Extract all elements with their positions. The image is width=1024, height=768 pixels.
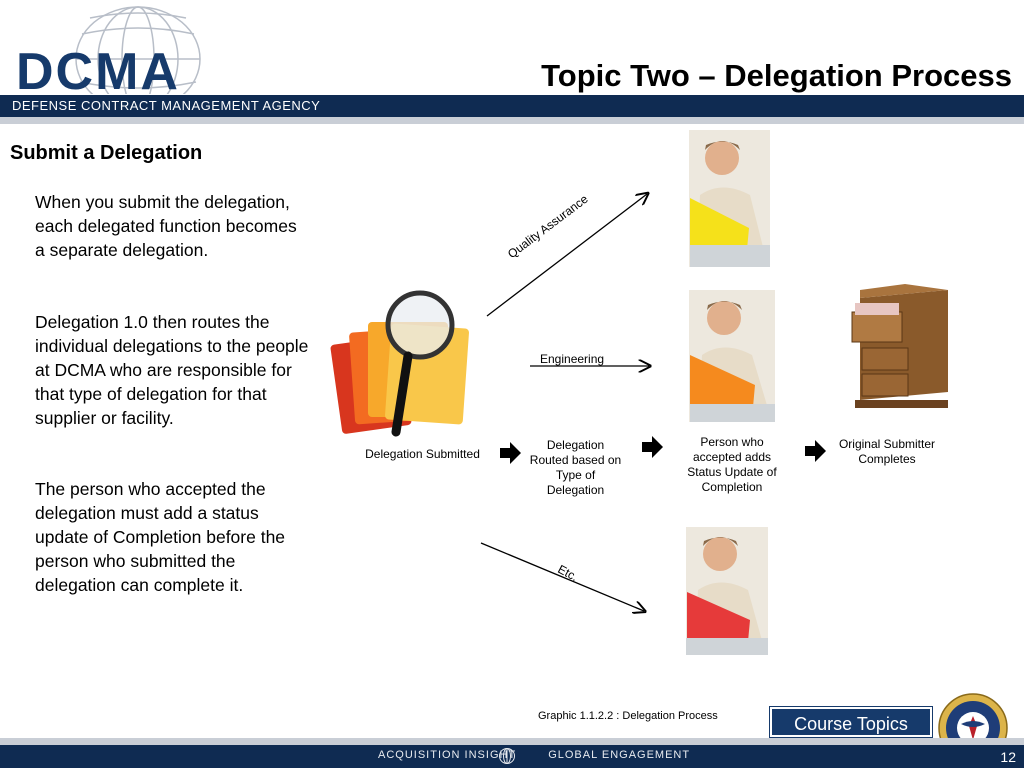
paragraph-completion: The person who accepted the delegation m… [35, 479, 286, 595]
header-bar: DEFENSE CONTRACT MANAGEMENT AGENCY [0, 95, 1024, 117]
footer-bar [0, 745, 1024, 768]
page-number: 12 [1000, 749, 1016, 765]
folders-magnifier-icon [330, 290, 469, 437]
slogan-left: ACQUISITION INSIGHT [378, 749, 517, 761]
step-submitter-completes: Original Submitter Completes [838, 437, 936, 466]
graphic-caption: Graphic 1.1.2.2 : Delegation Process [538, 710, 718, 722]
step-delegation-submitted: Delegation Submitted [365, 447, 480, 461]
person-red-folder-photo [686, 527, 768, 655]
header-divider [0, 117, 1024, 124]
route-label-etc: Etc. [555, 562, 581, 585]
filing-cabinet-icon [851, 284, 948, 408]
agency-name: DEFENSE CONTRACT MANAGEMENT AGENCY [12, 98, 321, 113]
route-label-quality-assurance: Quality Assurance [505, 191, 591, 262]
arrow-right-icon [500, 442, 521, 464]
logo-text: DCMA [16, 43, 180, 101]
arrow-right-icon [805, 440, 826, 462]
person-orange-folder-photo [689, 290, 775, 422]
dcma-logo: DCMA [8, 4, 238, 98]
route-label-engineering: Engineering [540, 352, 605, 366]
course-topics-button[interactable]: Course Topics [769, 706, 933, 738]
globe-wireframe-icon [75, 6, 201, 94]
person-yellow-folder-photo [689, 130, 770, 267]
page-title: Topic Two – Delegation Process [541, 58, 1012, 93]
step-status-update: Person who accepted adds Status Update o… [687, 435, 777, 494]
footer-slogan: ACQUISITION INSIGHT GLOBAL ENGAGEMENT [378, 749, 690, 761]
footer-divider [0, 738, 1024, 745]
paragraph-submit: When you submit the delegation, each del… [35, 192, 297, 260]
step-delegation-routed: Delegation Routed based on Type of Deleg… [529, 438, 622, 497]
paragraph-routes: Delegation 1.0 then routes the individua… [35, 312, 309, 428]
arrow-right-icon [642, 436, 663, 458]
section-heading: Submit a Delegation [10, 142, 203, 164]
globe-icon [499, 748, 515, 764]
slogan-right: GLOBAL ENGAGEMENT [548, 749, 691, 761]
